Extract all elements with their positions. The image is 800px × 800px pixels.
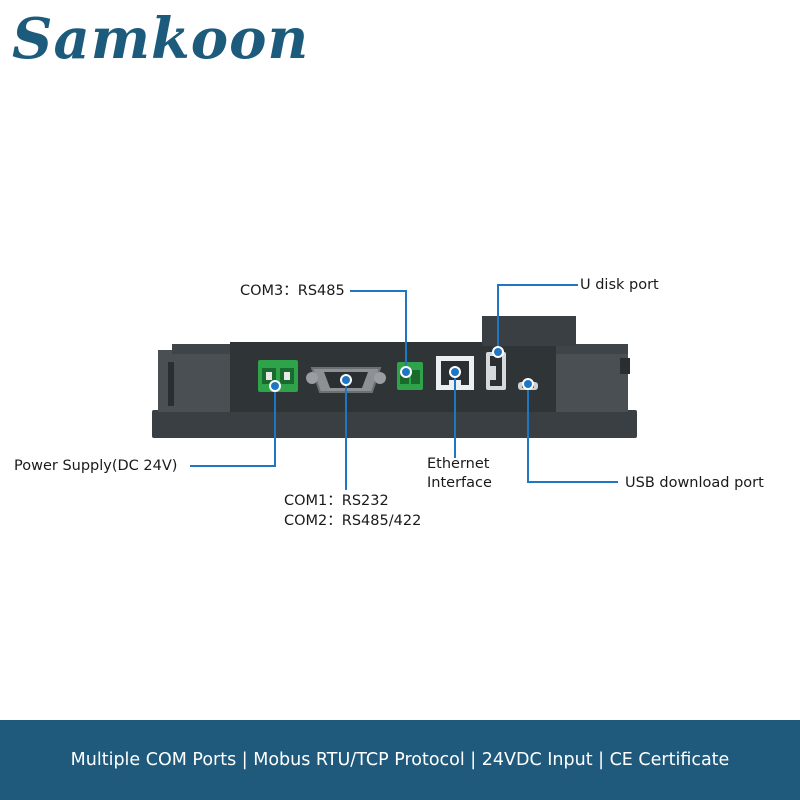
com2-label: COM2：RS485/422	[284, 513, 422, 529]
callout-dots	[269, 346, 534, 392]
hmi-device-rear-panel	[152, 316, 637, 438]
usb-download-port-label: USB download port	[625, 475, 764, 491]
power-supply-label: Power Supply(DC 24V)	[14, 458, 178, 474]
callout-lines	[190, 284, 618, 490]
usb-a-port	[486, 352, 506, 390]
ethernet-label-line1: Ethernet	[427, 456, 490, 472]
com3-label: COM3：RS485	[240, 283, 345, 299]
ethernet-label-line2: Interface	[427, 475, 492, 491]
u-disk-port-label: U disk port	[580, 277, 659, 293]
feature-banner: Multiple COM Ports | Mobus RTU/TCP Proto…	[0, 720, 800, 800]
power-terminal-block	[258, 360, 298, 392]
device-diagram	[152, 284, 637, 490]
feature-banner-text: Multiple COM Ports | Mobus RTU/TCP Proto…	[70, 750, 730, 770]
samkoon-logo: Samkoon	[12, 6, 310, 72]
com1-label: COM1：RS232	[284, 493, 389, 509]
